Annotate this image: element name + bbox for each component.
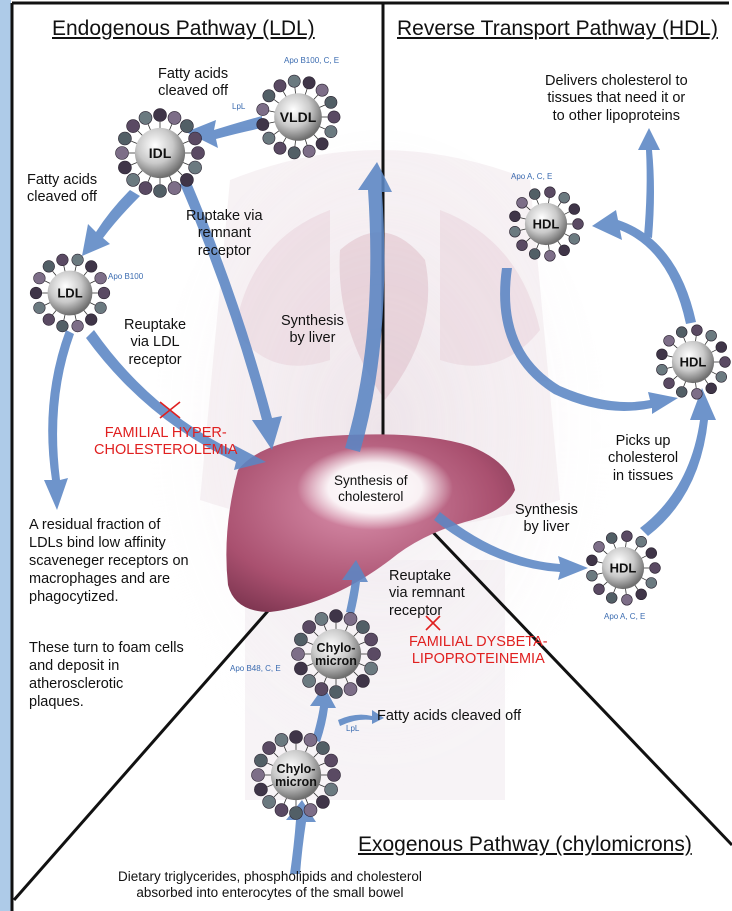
apo-chylomicron: Apo B48, C, E bbox=[230, 664, 281, 674]
reuptake-ldl-label: Reuptake via LDL receptor bbox=[124, 317, 186, 369]
particle-label-ldl: LDL bbox=[57, 286, 82, 301]
fatty-acids-left-label: Fatty acids cleaved off bbox=[27, 172, 97, 207]
left-sidebar-strip bbox=[0, 0, 11, 911]
lpl-top-label: LpL bbox=[232, 102, 245, 112]
apo-vldl: Apo B100, C, E bbox=[284, 56, 339, 66]
particle-label-chylo-lower: Chylo-micron bbox=[275, 762, 317, 789]
particle-label-chylo-upper: Chylo-micron bbox=[315, 641, 357, 668]
heading-endogenous: Endogenous Pathway (LDL) bbox=[52, 16, 315, 41]
fatty-acids-bottom-label: Fatty acids cleaved off bbox=[377, 708, 521, 725]
picks-up-label: Picks up cholesterol in tissues bbox=[608, 433, 678, 485]
particle-chylo-upper: Chylo-micron bbox=[292, 610, 381, 699]
particle-label-hdl-upper: HDL bbox=[533, 217, 560, 232]
reuptake-remnant-bottom-label: Reuptake via remnant receptor bbox=[389, 568, 465, 620]
apo-ldl: Apo B100 bbox=[108, 272, 143, 282]
apo-hdl-upper: Apo A, C, E bbox=[511, 172, 552, 182]
particle-idl: IDL bbox=[116, 109, 205, 198]
residual-fraction-label: A residual fraction of LDLs bind low aff… bbox=[29, 517, 189, 607]
particle-vldl: VLDL bbox=[257, 75, 340, 159]
synthesis-cholesterol-label: Synthesis of cholesterol bbox=[334, 473, 408, 505]
particle-hdl-right: HDL bbox=[657, 325, 731, 399]
particle-label-vldl: VLDL bbox=[280, 109, 317, 125]
familial-dysbeta-label: FAMILIAL DYSBETA- LIPOPROTEINEMIA bbox=[409, 634, 548, 669]
synthesis-liver-left-label: Synthesis by liver bbox=[281, 313, 344, 348]
foam-cells-label: These turn to foam cells and deposit in … bbox=[29, 640, 184, 712]
ruptake-remnant-label: Ruptake via remnant receptor bbox=[186, 208, 263, 260]
particle-label-hdl-lower: HDL bbox=[610, 561, 637, 576]
particle-label-idl: IDL bbox=[149, 145, 172, 161]
particle-ldl: LDL bbox=[30, 254, 110, 332]
synthesis-liver-right-label: Synthesis by liver bbox=[515, 502, 578, 537]
dietary-label: Dietary triglycerides, phospholipids and… bbox=[118, 869, 422, 901]
delivers-cholesterol-label: Delivers cholesterol to tissues that nee… bbox=[545, 73, 688, 125]
apo-hdl-lower: Apo A, C, E bbox=[604, 612, 645, 622]
particle-label-hdl-right: HDL bbox=[680, 355, 707, 370]
familial-hyper-label: FAMILIAL HYPER- CHOLESTEROLEMIA bbox=[94, 425, 237, 460]
lpl-bottom-label: LpL bbox=[346, 724, 359, 734]
particle-hdl-lower: HDL bbox=[587, 531, 661, 605]
fatty-acids-top-label: Fatty acids cleaved off bbox=[158, 66, 228, 101]
heading-reverse: Reverse Transport Pathway (HDL) bbox=[397, 16, 718, 41]
particle-chylo-lower: Chylo-micron bbox=[252, 731, 341, 820]
heading-exogenous: Exogenous Pathway (chylomicrons) bbox=[358, 832, 692, 857]
